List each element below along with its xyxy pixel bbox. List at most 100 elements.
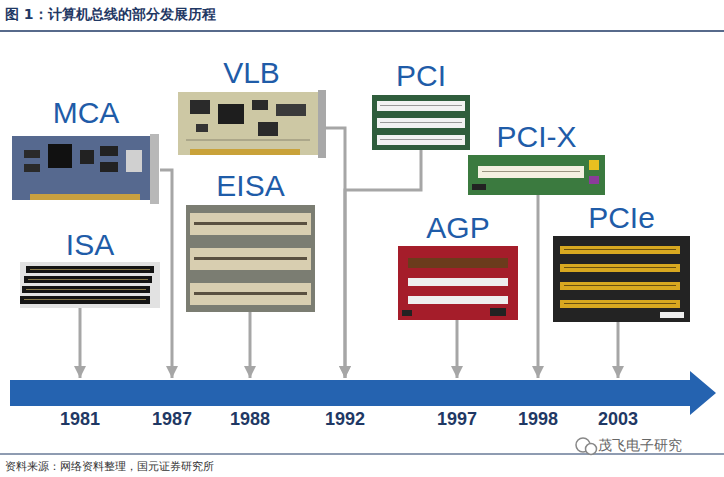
pci-slot-photo xyxy=(372,95,470,150)
isa-slot-photo xyxy=(24,299,146,300)
connector-arrow xyxy=(79,308,82,378)
year-label: 2003 xyxy=(598,410,638,430)
mca-card-photo xyxy=(48,144,72,168)
mca-card-photo xyxy=(80,150,94,164)
year-marker: 1987 xyxy=(144,378,200,430)
pci-slot-photo xyxy=(377,118,465,128)
bus-name: PCIe xyxy=(588,203,655,233)
pcix-slot-photo xyxy=(472,184,486,190)
year-label: 1992 xyxy=(325,410,365,430)
year-label: 1988 xyxy=(230,410,270,430)
pcie-slot-photo xyxy=(553,236,690,322)
eisa-slot-photo xyxy=(190,213,311,235)
bus-card-box: PCI-X xyxy=(468,155,605,195)
pci-slot-photo xyxy=(380,122,462,123)
pcie-slot-photo xyxy=(553,236,690,322)
year-label: 1987 xyxy=(152,410,192,430)
bus-name: ISA xyxy=(66,230,114,260)
pci-slot-photo xyxy=(372,95,470,150)
pcie-slot-photo xyxy=(564,267,676,268)
vlb-card-photo xyxy=(252,100,268,110)
year-label: 1997 xyxy=(437,410,477,430)
year-label: 1981 xyxy=(60,410,100,430)
vlb-card-photo xyxy=(190,100,210,114)
pci-slot-photo xyxy=(377,101,465,111)
bus-name: AGP xyxy=(426,213,489,243)
isa-slot-photo xyxy=(20,262,160,308)
eisa-slot-photo xyxy=(194,292,307,295)
bus-card-box: MCA xyxy=(12,136,160,200)
year-marker: 1997 xyxy=(429,378,485,430)
mca-card-photo xyxy=(100,162,118,172)
pcix-slot-photo xyxy=(478,166,584,178)
rule-lines xyxy=(0,31,724,454)
isa-slot-photo xyxy=(30,269,150,270)
isa-slot-photo xyxy=(22,286,150,293)
vlb-card-photo xyxy=(178,92,320,155)
agp-slot-photo xyxy=(408,258,508,268)
pcie-slot-photo xyxy=(564,285,676,286)
pci-slot-photo xyxy=(380,139,462,140)
pcix-slot-photo xyxy=(468,155,605,195)
isa-slot-photo xyxy=(20,262,160,308)
eisa-slot-photo xyxy=(190,248,311,270)
pcie-slot-photo xyxy=(564,249,676,250)
timeline-arrow xyxy=(10,371,716,415)
vlb-card-photo xyxy=(258,122,278,136)
pcie-slot-photo xyxy=(660,312,684,318)
watermark: 茂飞电子研究 xyxy=(598,437,682,455)
rule-lines xyxy=(0,454,724,455)
year-marker: 1992 xyxy=(317,378,373,430)
isa-slot-photo xyxy=(26,289,146,290)
bus-card-box: VLB xyxy=(178,92,325,155)
bus-name: PCI xyxy=(396,61,446,91)
source-note: 资料来源：网络资料整理，国元证券研究所 xyxy=(5,459,214,474)
bus-name: MCA xyxy=(53,98,120,128)
connector-arrow xyxy=(249,312,252,378)
pcie-slot-photo xyxy=(560,246,680,254)
eisa-slot-photo xyxy=(194,257,307,260)
pci-slot-photo xyxy=(377,135,465,145)
agp-slot-photo xyxy=(398,246,518,320)
eisa-slot-photo xyxy=(190,283,311,305)
agp-slot-photo xyxy=(408,296,508,304)
pcie-slot-photo xyxy=(560,282,680,290)
connector-arrow xyxy=(537,195,540,378)
pcix-slot-photo xyxy=(482,171,580,172)
mca-card-photo xyxy=(12,136,152,200)
pcix-slot-photo xyxy=(468,155,605,195)
connector-arrow xyxy=(617,322,620,378)
pcie-slot-photo xyxy=(564,303,676,304)
vlb-card-photo xyxy=(178,90,326,158)
vlb-card-photo xyxy=(190,149,300,155)
vlb-card-photo xyxy=(318,90,326,158)
agp-slot-photo xyxy=(408,278,508,286)
mca-card-photo xyxy=(30,194,140,200)
vlb-card-photo xyxy=(186,140,310,141)
connector-arrow xyxy=(160,170,172,378)
bus-card-box: PCI xyxy=(372,95,470,150)
mca-card-photo xyxy=(100,146,118,156)
mca-card-photo xyxy=(12,134,159,204)
rule-lines xyxy=(0,30,724,32)
figure-title: 图 1：计算机总线的部分发展历程 xyxy=(5,6,216,24)
year-label: 1998 xyxy=(518,410,558,430)
eisa-slot-photo xyxy=(186,205,315,312)
isa-slot-photo xyxy=(28,279,148,280)
eisa-slot-photo xyxy=(194,222,307,225)
mca-card-photo xyxy=(150,134,159,204)
agp-slot-photo xyxy=(398,246,518,320)
isa-slot-photo xyxy=(24,276,152,283)
bus-card-box: EISA xyxy=(186,205,315,312)
eisa-slot-photo xyxy=(186,205,315,312)
pcix-slot-photo xyxy=(589,160,599,170)
isa-slot-photo xyxy=(20,296,150,304)
vlb-card-photo xyxy=(276,104,306,116)
connector-arrow xyxy=(345,150,421,378)
watermark-icon xyxy=(576,438,597,455)
isa-slot-photo xyxy=(26,266,154,273)
year-marker: 1998 xyxy=(510,378,566,430)
year-marker: 2003 xyxy=(590,378,646,430)
mca-card-photo xyxy=(24,164,40,172)
